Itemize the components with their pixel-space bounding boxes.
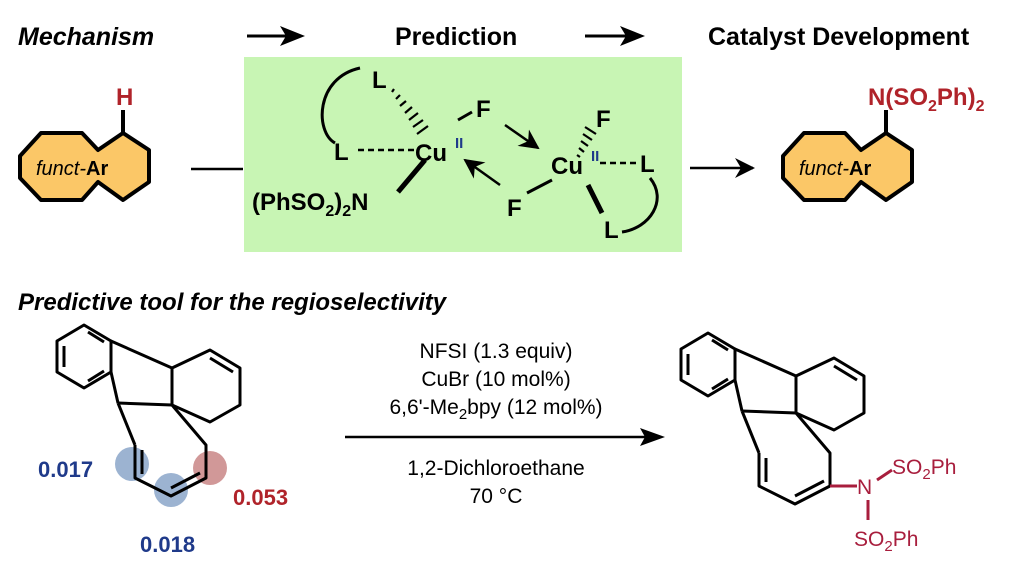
product-so2ph-bottom: SO2Ph bbox=[854, 528, 918, 555]
mechanism-heading: Mechanism bbox=[18, 23, 154, 51]
complex1-cu: Cu bbox=[415, 140, 447, 167]
complex1-l-left: L bbox=[334, 139, 349, 166]
complex1-l-top: L bbox=[372, 67, 387, 94]
condition-line-5: 70 °C bbox=[470, 485, 523, 508]
product-n-label: N(SO2Ph)2 bbox=[868, 84, 985, 115]
forward-arrow bbox=[504, 123, 540, 150]
substrate-molecule bbox=[18, 110, 151, 202]
fluoranthene-reactant bbox=[55, 323, 242, 498]
complex1-oxidation-state: II bbox=[455, 135, 463, 152]
value-c2: 0.018 bbox=[140, 532, 195, 557]
catalyst-development-heading: Catalyst Development bbox=[708, 23, 970, 51]
header-arrow-2 bbox=[585, 26, 645, 46]
product-label: funct-Ar bbox=[799, 158, 871, 180]
reverse-arrow bbox=[463, 158, 501, 187]
condition-line-4: 1,2-Dichloroethane bbox=[407, 457, 584, 480]
condition-line-2: CuBr (10 mol%) bbox=[421, 368, 570, 391]
condition-line-1: NFSI (1.3 equiv) bbox=[420, 340, 573, 363]
prediction-box bbox=[244, 57, 682, 252]
product-molecule bbox=[781, 110, 914, 202]
site-circle-3 bbox=[193, 451, 227, 485]
product-n: N bbox=[857, 476, 872, 499]
complex-1-bonds bbox=[320, 66, 473, 194]
complex2-cu: Cu bbox=[551, 153, 583, 180]
reaction-arrow bbox=[345, 428, 665, 446]
complex1-f: F bbox=[476, 96, 491, 123]
site-circle-2 bbox=[154, 473, 188, 507]
complex1-imide-ligand: (PhSO2)2N bbox=[252, 189, 369, 220]
value-c3: 0.053 bbox=[233, 485, 288, 510]
value-c1: 0.017 bbox=[38, 457, 93, 482]
complex2-f-top: F bbox=[596, 106, 611, 133]
site-circle-1 bbox=[115, 447, 149, 481]
fluoranthene-product bbox=[679, 331, 866, 506]
substrate-label: funct-Ar bbox=[36, 158, 108, 180]
product-so2ph-top: SO2Ph bbox=[892, 456, 956, 483]
complex2-f-bottom: F bbox=[507, 195, 522, 222]
complex-2-bonds bbox=[526, 126, 659, 234]
product-n-bonds bbox=[830, 468, 893, 520]
complex2-oxidation-state: II bbox=[591, 148, 599, 165]
prediction-heading: Prediction bbox=[395, 23, 517, 51]
complex2-l-bottom: L bbox=[604, 217, 619, 244]
complex2-l-right: L bbox=[640, 151, 655, 178]
condition-line-3: 6,6'-Me2bpy (12 mol%) bbox=[389, 396, 602, 423]
header-arrow-1 bbox=[247, 26, 305, 46]
substrate-h-label: H bbox=[116, 84, 133, 111]
predictive-tool-title: Predictive tool for the regioselectivity bbox=[18, 289, 448, 316]
